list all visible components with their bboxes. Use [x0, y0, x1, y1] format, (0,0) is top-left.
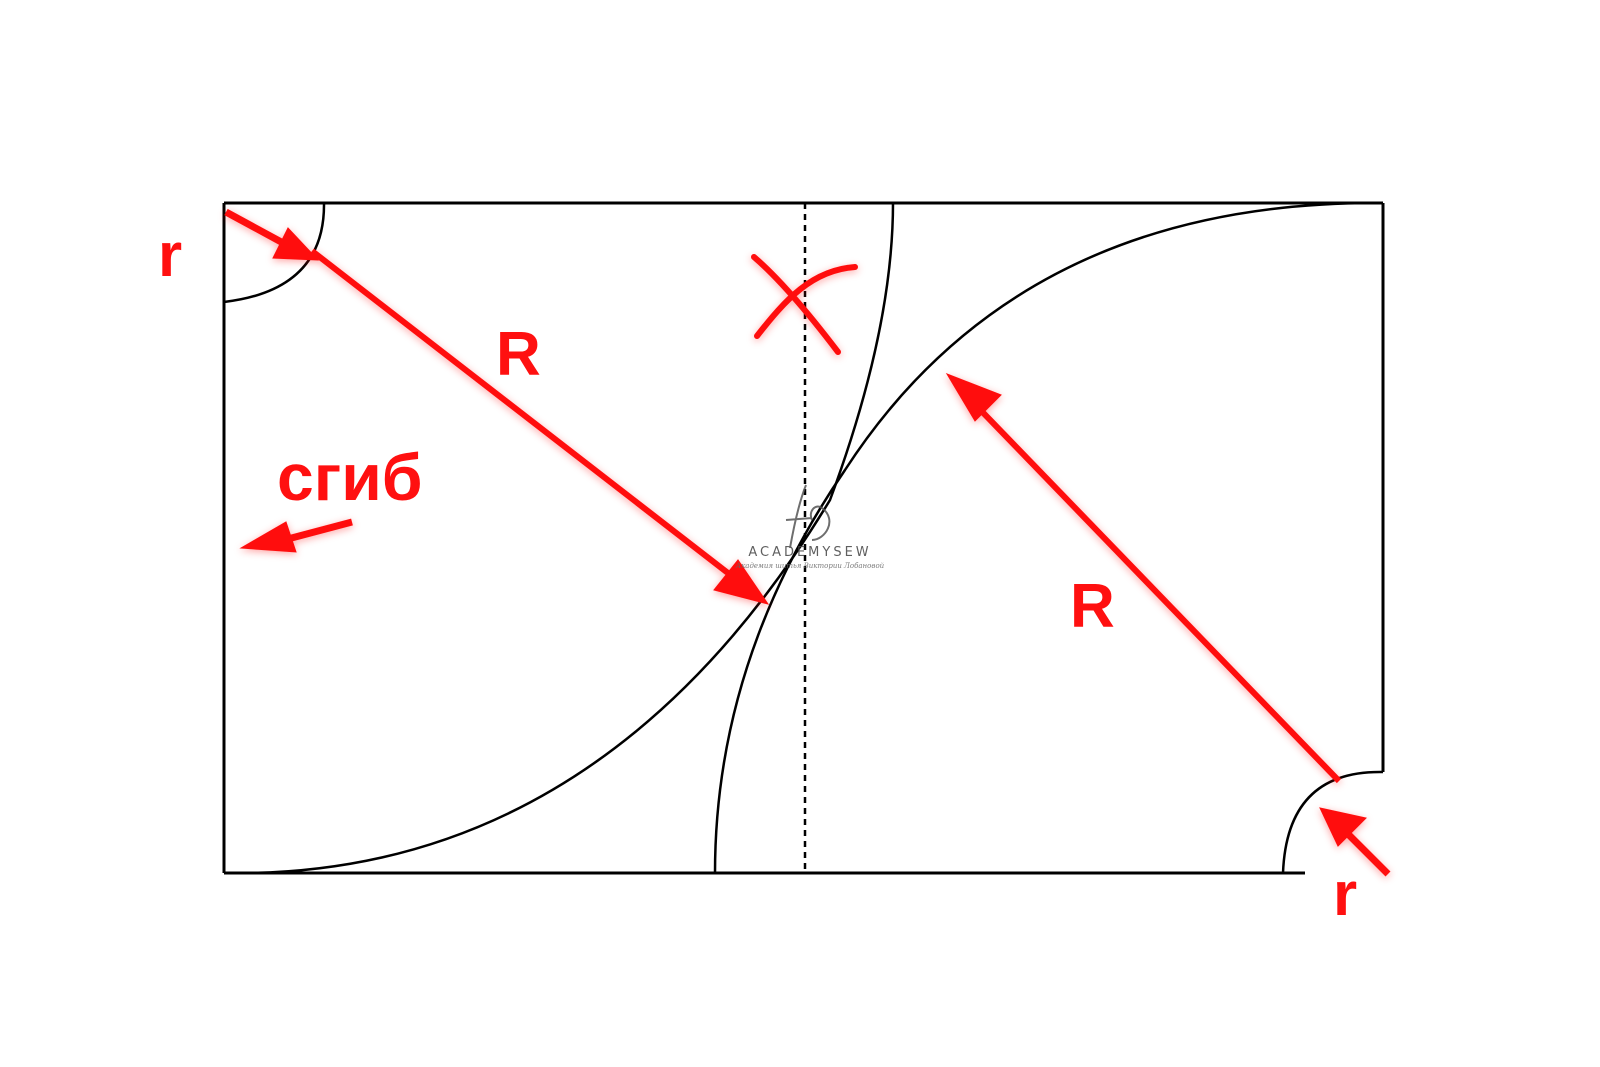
small-radius-label-bottom: r — [1333, 860, 1357, 929]
large-radius-line-right — [963, 392, 1342, 784]
small-radius-arrowhead-top — [272, 227, 320, 261]
pattern-outline — [222, 201, 1385, 875]
watermark-name: ACADEMYSEW — [748, 545, 871, 560]
arcs — [223, 201, 1384, 875]
small-radius-label-top: r — [158, 221, 182, 290]
large-radius-arrowhead-left — [713, 559, 770, 605]
large-arc-right — [713, 201, 1384, 874]
large-radius-line-left — [310, 248, 748, 590]
fold-arrowhead — [239, 521, 297, 553]
watermark: ACADEMYSEW Академия шитья Виктории Лобан… — [735, 484, 885, 570]
large-arc-left — [223, 202, 895, 875]
cross-mark — [751, 254, 858, 355]
annotations — [224, 208, 1391, 877]
small-radius-arrowhead-bottom — [1319, 807, 1368, 847]
small-arc-bottom-right — [1281, 770, 1384, 874]
fold-arrow-shaft — [283, 518, 353, 544]
large-radius-label-right: R — [1070, 572, 1115, 641]
fold-label: сгиб — [277, 440, 423, 514]
watermark-tagline: Академия шитья Виктории Лобановой — [735, 562, 885, 570]
large-radius-arrowhead-right — [945, 373, 1002, 422]
small-arc-top-left — [223, 202, 326, 304]
large-radius-label-left: R — [496, 320, 541, 389]
small-radius-arrow-bottom — [1340, 826, 1391, 877]
watermark-logo-glyph — [785, 484, 831, 549]
